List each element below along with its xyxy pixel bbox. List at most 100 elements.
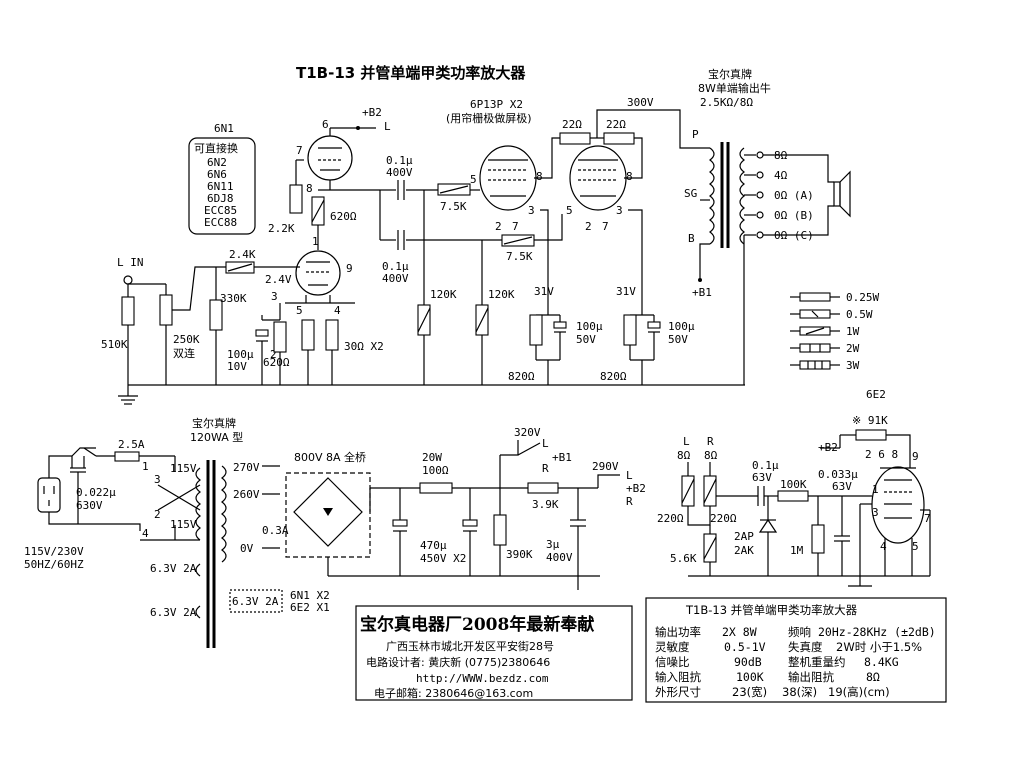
- svg-text:2.4K: 2.4K: [229, 248, 256, 261]
- resistor-30a: [301, 319, 315, 351]
- svg-text:0.022μ: 0.022μ: [76, 486, 116, 499]
- svg-text:115V: 115V: [170, 518, 197, 531]
- indicator-tube: [871, 466, 925, 544]
- svg-text:400V: 400V: [386, 166, 413, 179]
- svg-text:320V: 320V: [514, 426, 541, 439]
- resistor-620b: [273, 321, 287, 353]
- schematic-title: T1B-13 并管单端甲类功率放大器: [296, 64, 526, 82]
- svg-text:8Ω: 8Ω: [866, 670, 880, 684]
- svg-text:20Hz-28KHz (±2dB): 20Hz-28KHz (±2dB): [818, 625, 936, 639]
- svg-text:22Ω: 22Ω: [562, 118, 582, 131]
- svg-text:250K: 250K: [173, 333, 200, 346]
- svg-text:260V: 260V: [233, 488, 260, 501]
- svg-text:信噪比: 信噪比: [655, 655, 690, 669]
- output-transformer: 宝尔真牌 8W单端输出牛 2.5KΩ/8Ω P SG B +B1 8Ω 4Ω 0…: [684, 67, 851, 385]
- svg-text:3: 3: [872, 506, 879, 519]
- svg-text:8Ω: 8Ω: [704, 449, 718, 462]
- svg-text:9: 9: [912, 450, 919, 463]
- svg-text:电路设计者: 黄庆新 (0775)2380646: 电路设计者: 黄庆新 (0775)2380646: [366, 655, 550, 669]
- svg-text:0Ω (B): 0Ω (B): [774, 209, 814, 222]
- svg-text:外形尺寸: 外形尺寸: [655, 685, 701, 699]
- svg-text:115V/230V: 115V/230V: [24, 545, 84, 558]
- resistor-2k2: [289, 184, 303, 214]
- svg-text:R: R: [626, 495, 633, 508]
- resistor-100r: [419, 482, 453, 494]
- svg-text:6.3V 2A: 6.3V 2A: [232, 595, 279, 608]
- resistor-820a: [529, 314, 543, 346]
- svg-text:120K: 120K: [488, 288, 515, 301]
- indicator-tube-label: 6E2: [866, 388, 886, 401]
- svg-text:7: 7: [512, 220, 519, 233]
- svg-text:8: 8: [306, 182, 313, 195]
- svg-text:2W: 2W: [846, 342, 860, 355]
- output-tube-b: [569, 145, 627, 211]
- svg-text:220Ω: 220Ω: [710, 512, 737, 525]
- svg-text:820Ω: 820Ω: [508, 370, 535, 383]
- svg-text:1M: 1M: [790, 544, 804, 557]
- svg-text:7.5K: 7.5K: [506, 250, 533, 263]
- volume-pot[interactable]: [159, 294, 173, 326]
- svg-text:双连: 双连: [173, 347, 195, 360]
- svg-text:2W时 小于1.5%: 2W时 小于1.5%: [836, 640, 922, 654]
- resistor-3k9: [527, 482, 559, 494]
- svg-text:+B2: +B2: [818, 441, 838, 454]
- svg-text:SG: SG: [684, 187, 697, 200]
- svg-text:300V: 300V: [627, 96, 654, 109]
- svg-text:0.25W: 0.25W: [846, 291, 879, 304]
- svg-text:100μ: 100μ: [227, 348, 254, 361]
- svg-text:470μ: 470μ: [420, 539, 447, 552]
- svg-text:50V: 50V: [668, 333, 688, 346]
- svg-text:2.5KΩ/8Ω: 2.5KΩ/8Ω: [700, 96, 753, 109]
- svg-text:7: 7: [924, 512, 931, 525]
- subs-title: 可直接换: [194, 141, 238, 155]
- svg-text:100μ: 100μ: [668, 320, 695, 333]
- input-label: L IN: [117, 256, 144, 269]
- output-stage: 6P13P X2 (用帘栅极做屏极) 5 8 2 7 3 5 8 2 7 3 2…: [118, 96, 745, 405]
- svg-text:+B1: +B1: [552, 451, 572, 464]
- svg-text:7: 7: [296, 144, 303, 157]
- power-switch[interactable]: [83, 447, 97, 457]
- svg-text:2AK: 2AK: [734, 544, 754, 557]
- svg-text:频响: 频响: [788, 625, 811, 639]
- input-jack[interactable]: [123, 275, 133, 285]
- svg-text:19(高)(cm): 19(高)(cm): [828, 685, 890, 699]
- svg-text:1: 1: [312, 235, 319, 248]
- subs-item: ECC88: [204, 216, 237, 229]
- speaker-icon: [833, 181, 841, 207]
- output-tube-a: [479, 145, 537, 211]
- resistor-30b: [325, 319, 339, 351]
- svg-text:31V: 31V: [534, 285, 554, 298]
- svg-text:电子邮箱: 2380646@163.com: 电子邮箱: 2380646@163.com: [374, 686, 533, 700]
- svg-text:R: R: [707, 435, 714, 448]
- svg-text:5: 5: [296, 304, 303, 317]
- svg-text:220Ω: 220Ω: [657, 512, 684, 525]
- output-tube-label: 6P13P X2: [470, 98, 523, 111]
- svg-text:270V: 270V: [233, 461, 260, 474]
- svg-text:http://WWW.bezdz.com: http://WWW.bezdz.com: [416, 672, 549, 685]
- svg-text:400V: 400V: [546, 551, 573, 564]
- svg-text:450V X2: 450V X2: [420, 552, 466, 565]
- svg-text:0.5W: 0.5W: [846, 308, 873, 321]
- svg-text:120WA 型: 120WA 型: [190, 430, 243, 444]
- svg-text:0V: 0V: [240, 542, 254, 555]
- svg-text:3W: 3W: [846, 359, 860, 372]
- svg-text:4: 4: [142, 527, 149, 540]
- svg-text:整机重量约: 整机重量约: [788, 655, 846, 669]
- svg-text:20W: 20W: [422, 451, 442, 464]
- svg-text:820Ω: 820Ω: [600, 370, 627, 383]
- svg-text:330K: 330K: [220, 292, 247, 305]
- svg-text:8Ω: 8Ω: [677, 449, 691, 462]
- svg-text:0.1μ: 0.1μ: [382, 260, 409, 273]
- svg-text:2.2K: 2.2K: [268, 222, 295, 235]
- svg-text:2AP: 2AP: [734, 530, 754, 543]
- svg-text:3μ: 3μ: [546, 538, 560, 551]
- svg-text:620Ω: 620Ω: [263, 356, 290, 369]
- svg-text:100K: 100K: [780, 478, 807, 491]
- svg-text:7.5K: 7.5K: [440, 200, 467, 213]
- svg-text:灵敏度: 灵敏度: [655, 640, 690, 654]
- manufacturer-block: 宝尔真电器厂2008年最新奉献 广西玉林市城北开发区平安街28号 电路设计者: …: [355, 605, 633, 701]
- svg-text:0.5-1V: 0.5-1V: [724, 640, 766, 654]
- svg-text:0Ω (A): 0Ω (A): [774, 189, 814, 202]
- svg-text:L: L: [542, 437, 549, 450]
